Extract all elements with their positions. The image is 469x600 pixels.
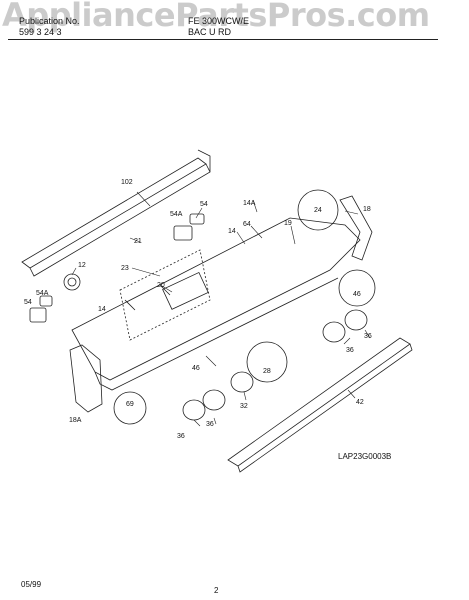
- footer-date: 05/99: [21, 580, 42, 589]
- svg-text:20: 20: [157, 282, 165, 289]
- svg-text:14A: 14A: [243, 200, 256, 207]
- svg-text:42: 42: [356, 399, 364, 406]
- svg-text:19: 19: [284, 220, 292, 227]
- svg-text:46: 46: [353, 291, 361, 298]
- svg-text:69: 69: [126, 401, 134, 408]
- svg-text:36: 36: [364, 333, 372, 340]
- part-18-bracket: [339, 195, 373, 261]
- svg-text:36: 36: [346, 347, 354, 354]
- backguard-panel: [71, 217, 361, 391]
- part-54-switch: [29, 213, 205, 323]
- svg-text:18: 18: [363, 206, 371, 213]
- footer-page: 2: [214, 586, 219, 595]
- publication-label: Publication No.: [19, 16, 80, 26]
- part-callouts: 102 21 23 20 12 54A 54 14 54A 54 14A 14 …: [24, 179, 372, 440]
- svg-text:36: 36: [206, 421, 214, 428]
- svg-text:14: 14: [228, 228, 236, 235]
- leader-lines: [71, 191, 371, 427]
- control-knobs: [182, 309, 368, 421]
- svg-text:14: 14: [98, 306, 106, 313]
- svg-text:102: 102: [121, 179, 133, 186]
- part-42-trim: [227, 337, 413, 473]
- header-rule: [8, 39, 438, 40]
- svg-text:54: 54: [200, 201, 208, 208]
- svg-text:54A: 54A: [170, 211, 183, 218]
- svg-text:21: 21: [134, 238, 142, 245]
- svg-text:64: 64: [243, 221, 251, 228]
- svg-text:36: 36: [177, 433, 185, 440]
- section-title: BAC U RD: [188, 27, 232, 37]
- part-12-clock: [63, 273, 81, 291]
- diagram-code: LAP23G0003B: [338, 452, 392, 461]
- svg-text:32: 32: [240, 403, 248, 410]
- publication-number: 599 3 24 3: [19, 27, 62, 37]
- svg-text:54: 54: [24, 299, 32, 306]
- part-102-trim: [21, 149, 211, 277]
- model-number: FE 300WCW/E: [188, 16, 250, 26]
- detail-circles: [113, 189, 376, 425]
- svg-text:12: 12: [78, 262, 86, 269]
- svg-text:46: 46: [192, 365, 200, 372]
- svg-text:54A: 54A: [36, 290, 49, 297]
- svg-text:23: 23: [121, 265, 129, 272]
- svg-text:24: 24: [314, 207, 322, 214]
- part-18a-bracket: [69, 344, 103, 413]
- svg-text:28: 28: [263, 368, 271, 375]
- svg-text:18A: 18A: [69, 417, 82, 424]
